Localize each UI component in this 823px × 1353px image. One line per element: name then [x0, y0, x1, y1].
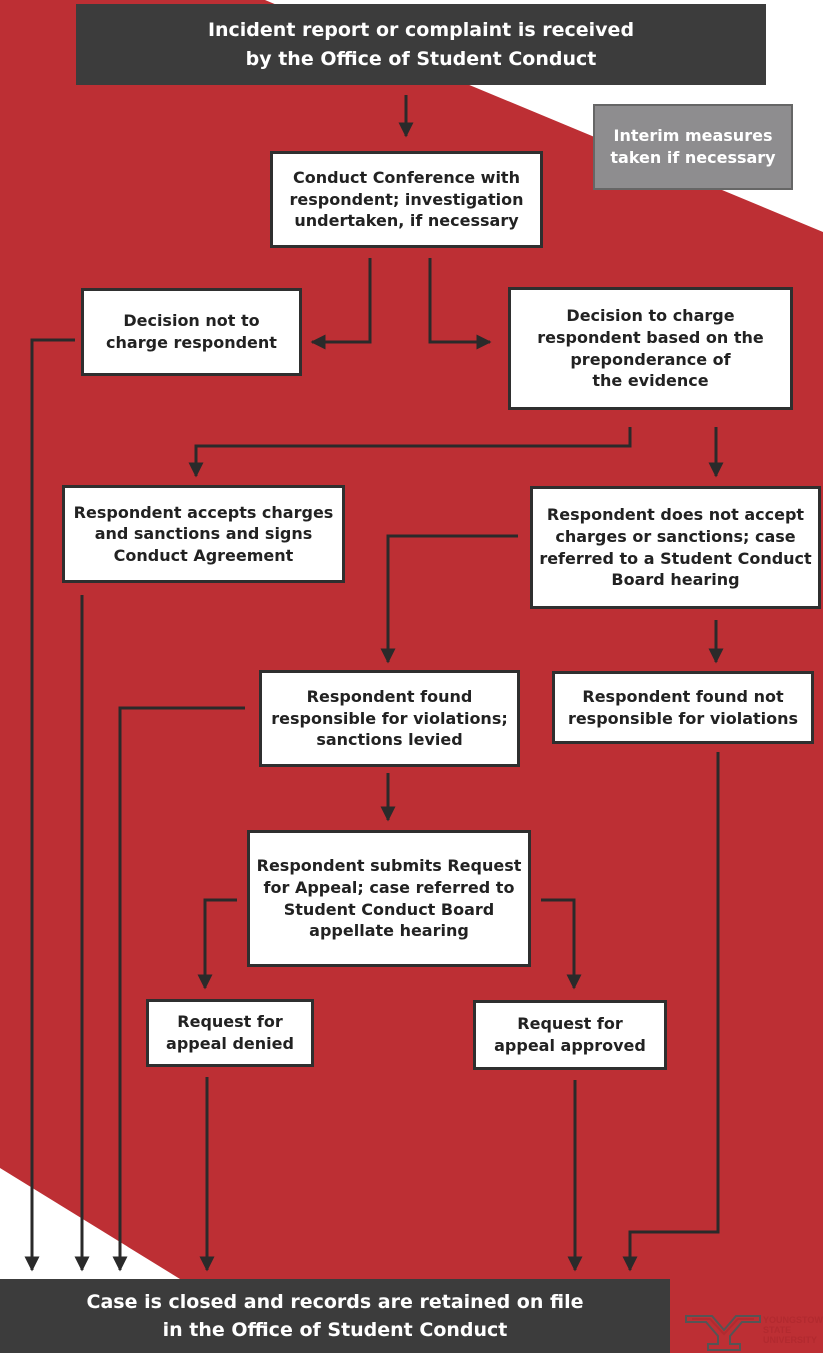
node-report-received: Incident report or complaint is received… — [76, 4, 766, 85]
node-appeal-denied: Request for appeal denied — [146, 999, 314, 1067]
arrow-conference-to-charge — [428, 258, 492, 350]
arrow-conference-to-no-charge — [310, 258, 372, 350]
node-report-received-label: Incident report or complaint is received… — [207, 19, 635, 70]
node-respondent-does-not-accept: Respondent does not accept charges or sa… — [530, 486, 821, 609]
arrow-not-accept-to-responsible — [380, 534, 518, 664]
node-respondent-does-not-accept-label: Respondent does not accept charges or sa… — [539, 505, 812, 590]
node-found-responsible: Respondent found responsible for violati… — [259, 670, 520, 767]
node-request-for-appeal-label: Respondent submits Request for Appeal; c… — [256, 856, 522, 941]
node-decision-to-charge-label: Decision to charge respondent based on t… — [537, 306, 764, 391]
node-respondent-accepts-label: Respondent accepts charges and sanctions… — [73, 502, 334, 565]
node-request-for-appeal: Respondent submits Request for Appeal; c… — [247, 830, 531, 967]
arrow-charge-to-accepts — [188, 427, 632, 478]
node-appeal-denied-label: Request for appeal denied — [166, 1012, 294, 1053]
node-conduct-conference-label: Conduct Conference with respondent; inve… — [289, 168, 524, 231]
arrow-appeal-to-denied — [197, 898, 237, 990]
node-decision-not-to-charge-label: Decision not to charge respondent — [106, 311, 277, 352]
node-found-responsible-label: Respondent found responsible for violati… — [271, 687, 508, 750]
node-interim-measures: Interim measures taken if necessary — [593, 104, 793, 190]
arrow-no-charge-to-closed — [24, 338, 75, 1272]
node-interim-measures-label: Interim measures taken if necessary — [610, 126, 776, 167]
node-appeal-approved: Request for appeal approved — [473, 1000, 667, 1070]
ysu-logo-text: YOUNGSTOWN STATE UNIVERSITY — [763, 1315, 823, 1345]
node-appeal-approved-label: Request for appeal approved — [494, 1014, 646, 1055]
node-respondent-accepts: Respondent accepts charges and sanctions… — [62, 485, 345, 583]
node-decision-not-to-charge: Decision not to charge respondent — [81, 288, 302, 376]
arrow-appeal-to-approved — [541, 898, 582, 990]
node-found-not-responsible: Respondent found not responsible for vio… — [552, 671, 814, 744]
node-case-closed: Case is closed and records are retained … — [0, 1279, 670, 1353]
node-conduct-conference: Conduct Conference with respondent; inve… — [270, 151, 543, 248]
node-found-not-responsible-label: Respondent found not responsible for vio… — [567, 686, 799, 728]
ysu-logo-icon — [685, 1315, 761, 1351]
arrow-responsible-to-closed — [112, 706, 245, 1272]
node-case-closed-label: Case is closed and records are retained … — [86, 1290, 584, 1342]
arrow-not-responsible-to-closed — [622, 752, 720, 1272]
node-decision-to-charge: Decision to charge respondent based on t… — [508, 287, 793, 410]
